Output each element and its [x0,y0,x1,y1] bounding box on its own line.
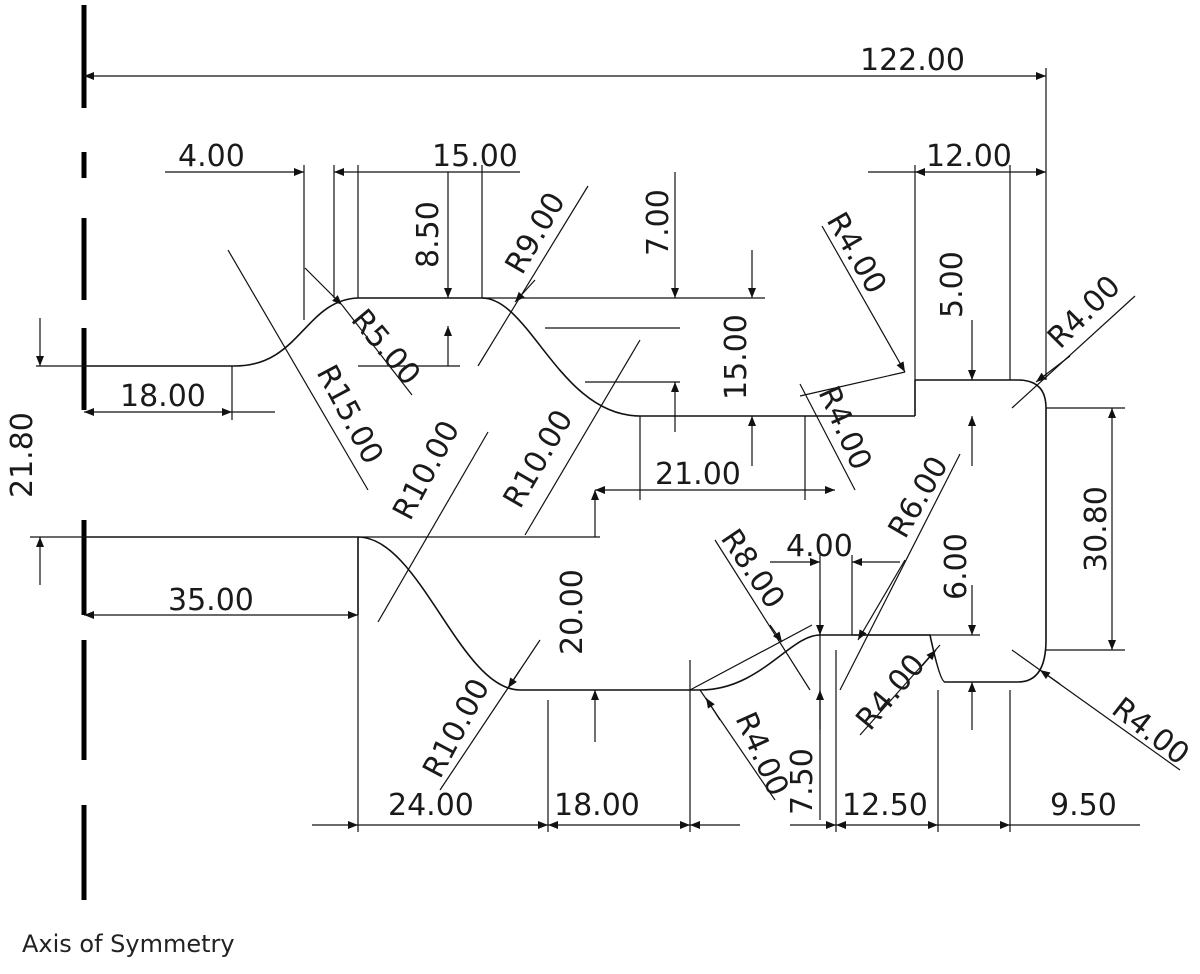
dim-r9: R9.00 [499,187,573,280]
dim-24: 24.00 [388,788,474,823]
dim-5: 5.00 [935,251,970,318]
dim-21-8: 21.80 [5,412,40,498]
dim-r6: R6.00 [882,451,956,544]
dim-122: 122.00 [860,43,965,78]
dim-21: 21.00 [655,457,741,492]
dim-r4-lower-right: R4.00 [849,647,932,737]
radius-leaders [227,185,1181,801]
axis-of-symmetry-caption: Axis of Symmetry [22,930,235,958]
dim-15-upper: 15.00 [432,139,518,174]
dim-r5: R5.00 [344,303,427,393]
dim-12: 12.00 [926,139,1012,174]
dim-7: 7.00 [641,189,676,256]
dim-7-5: 7.50 [785,748,820,815]
dim-35: 35.00 [168,583,254,618]
dim-12-5: 12.50 [842,788,928,823]
dim-r10-lower: R10.00 [416,673,497,784]
dimension-lines [30,68,1140,832]
dim-9-5: 9.50 [1050,788,1117,823]
dim-18-bottom: 18.00 [554,788,640,823]
dim-4-lower: 4.00 [786,529,853,564]
dim-4-upper: 4.00 [178,139,245,174]
dim-r10-upper-left: R10.00 [386,415,467,526]
dim-6: 6.00 [939,533,974,600]
dim-r8: R8.00 [713,523,791,615]
dim-r4-mid: R4.00 [811,381,879,475]
dim-r15: R15.00 [309,359,390,470]
dim-18-left: 18.00 [120,379,206,414]
dim-8-5: 8.50 [411,201,446,268]
dim-r4-bottom-right: R4.00 [1105,691,1196,773]
dimension-labels: 122.00 4.00 15.00 8.50 R9.00 7.00 R4.00 … [5,43,1196,823]
dim-30-8: 30.80 [1079,486,1114,572]
dim-r10-mid: R10.00 [497,404,581,514]
dim-15-mid: 15.00 [719,314,754,400]
dim-r4-top: R4.00 [819,207,893,300]
dim-20: 20.00 [555,569,590,655]
